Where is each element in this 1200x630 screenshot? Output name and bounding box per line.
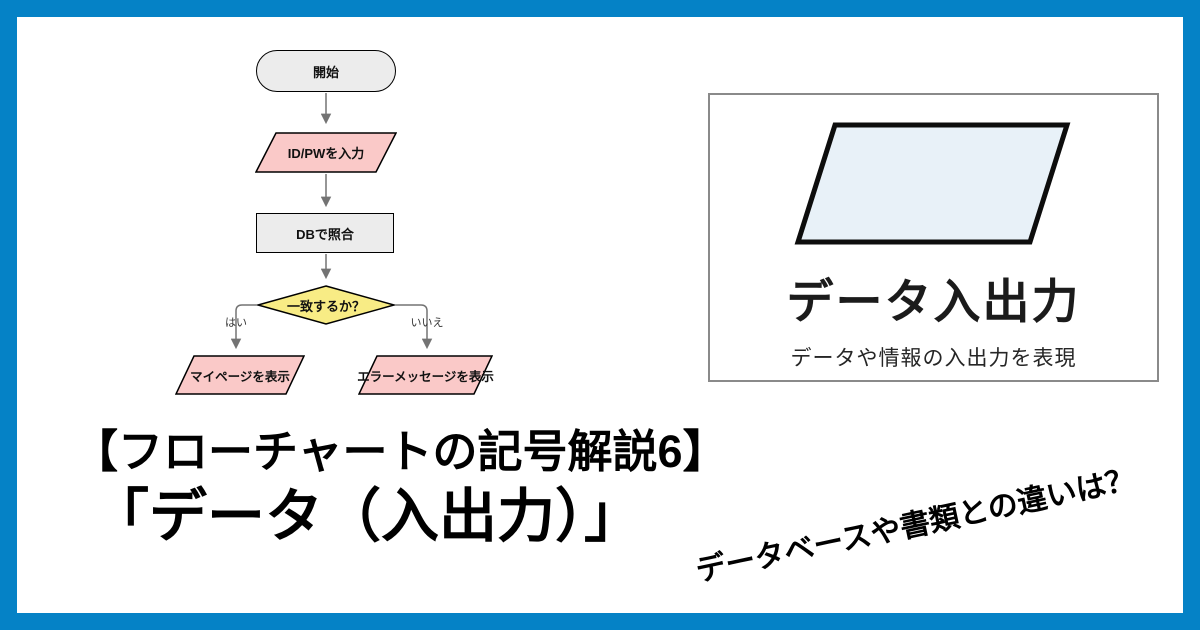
parallelogram-shape (175, 355, 305, 395)
page-title-line1: 【フローチャートの記号解説6】 (73, 426, 728, 477)
flow-connectors (230, 93, 433, 350)
symbol-description: データや情報の入出力を表現 (790, 347, 1077, 370)
data-io-symbol (794, 122, 1071, 245)
flow-node-start: 開始 (256, 50, 396, 92)
flow-node-error: エラーメッセージを表示 (357, 355, 494, 395)
flow-node-process: DBで照合 (256, 213, 394, 253)
branch-label-no: いいえ (410, 317, 444, 329)
flow-node-input: ID/PWを入力 (255, 132, 397, 173)
flow-node-error-label: エラーメッセージを表示 (357, 369, 494, 384)
page-title-line2: 「データ（入出力）」 (91, 484, 643, 549)
flow-node-mypage: マイページを表示 (175, 355, 305, 395)
flow-node-decision-label: 一致するか？ (286, 298, 365, 314)
flow-node-start-label: 開始 (312, 64, 339, 80)
parallelogram-shape (255, 132, 397, 173)
flow-node-decision: 一致するか？ (257, 285, 395, 325)
branch-label-yes: はい (225, 317, 247, 329)
symbol-panel: データ入出力 データや情報の入出力を表現 (708, 93, 1159, 382)
canvas: 開始 ID/PWを入力 DBで照合 一致するか？ はい いいえ (17, 17, 1183, 613)
symbol-name: データ入出力 (786, 275, 1081, 328)
flow-node-mypage-label: マイページを表示 (190, 369, 290, 384)
login-flowchart: 開始 ID/PWを入力 DBで照合 一致するか？ はい いいえ (17, 17, 577, 417)
flow-node-input-label: ID/PWを入力 (287, 146, 365, 161)
diamond-shape (257, 285, 395, 325)
parallelogram-shape (358, 355, 493, 395)
tagline: データベースや書類との違いは？ (693, 462, 1139, 589)
flow-node-process-label: DBで照合 (296, 226, 354, 242)
